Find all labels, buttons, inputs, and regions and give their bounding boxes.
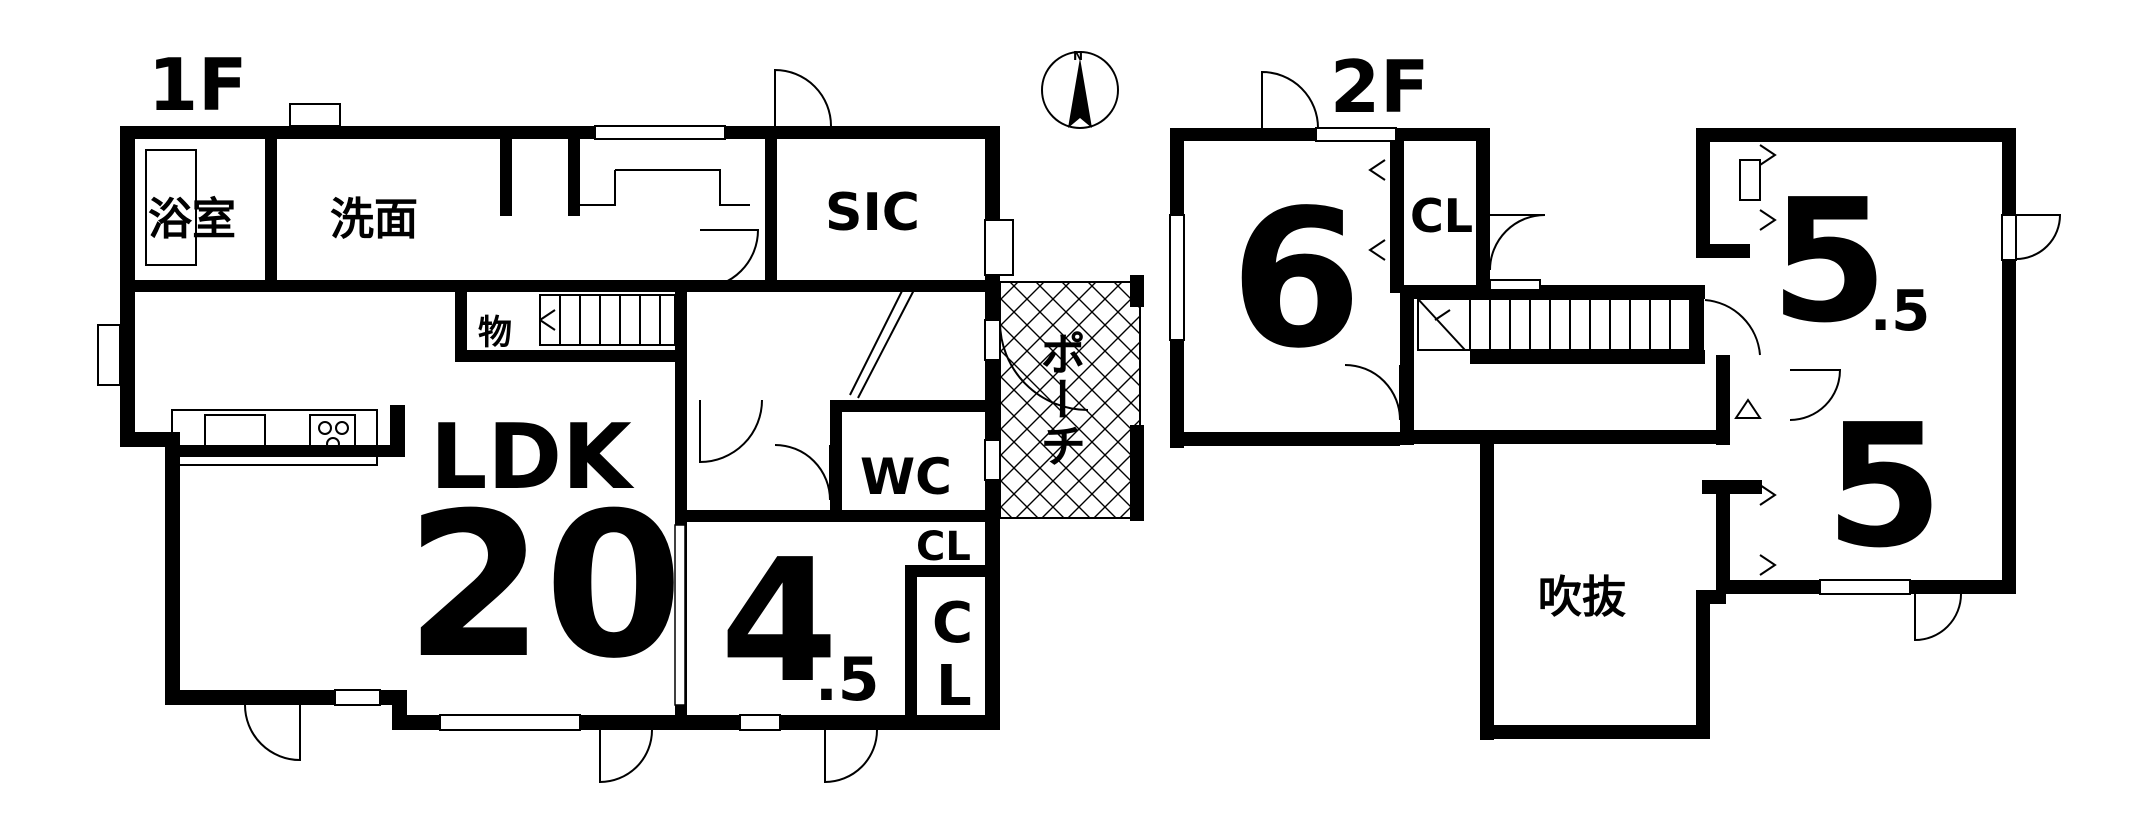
void-label: 吹抜	[1538, 572, 1626, 623]
second-floor-title: 2F	[1330, 45, 1429, 129]
second-floor-walls	[1170, 128, 2016, 740]
second-floor-closets	[1368, 144, 1777, 576]
compass: N	[1041, 49, 1119, 129]
first-floor-doors	[244, 68, 1089, 784]
first-floor-title: 1F	[148, 43, 247, 127]
sic-label: SIC	[825, 183, 920, 243]
room-size: 4	[720, 523, 838, 721]
second-floor-windows	[1169, 127, 2017, 595]
porch-area	[999, 281, 1141, 519]
second-floor-doors	[1261, 70, 2062, 642]
room-6-size: 6	[1230, 169, 1362, 390]
wash-label: 洗面	[330, 194, 418, 245]
room-55-size: 5	[1770, 163, 1888, 361]
first-floor-stairs	[539, 294, 676, 346]
cl-small-label: CL	[916, 524, 971, 570]
room-size-fraction: .5	[815, 645, 880, 715]
compass-north-label: N	[1073, 49, 1083, 63]
bath-label: 浴室	[148, 194, 236, 245]
first-floor-windows	[97, 103, 1014, 731]
room-55-fraction: .5	[1870, 279, 1930, 344]
second-floor: 2F 6 CL 5 .5 5 吹抜	[1169, 45, 2062, 740]
wc-label: WC	[860, 448, 952, 506]
storage-label: 物	[478, 313, 512, 353]
second-floor-stairs	[1417, 298, 1762, 419]
first-floor: 1F 浴室 洗面 SIC 物 LDK 20 WC ポーチ CL 4 .5 C L	[97, 43, 1144, 784]
first-floor-fixtures	[145, 149, 750, 466]
cl-2f-label: CL	[1410, 189, 1473, 243]
cl-tall-bottom: L	[936, 654, 972, 719]
cl-tall-top: C	[932, 591, 973, 656]
room-5-size: 5	[1825, 388, 1943, 586]
ldk-size: 20	[405, 470, 683, 703]
porch-label: ポーチ	[1033, 330, 1087, 468]
ldk-label: LDK	[430, 405, 635, 510]
